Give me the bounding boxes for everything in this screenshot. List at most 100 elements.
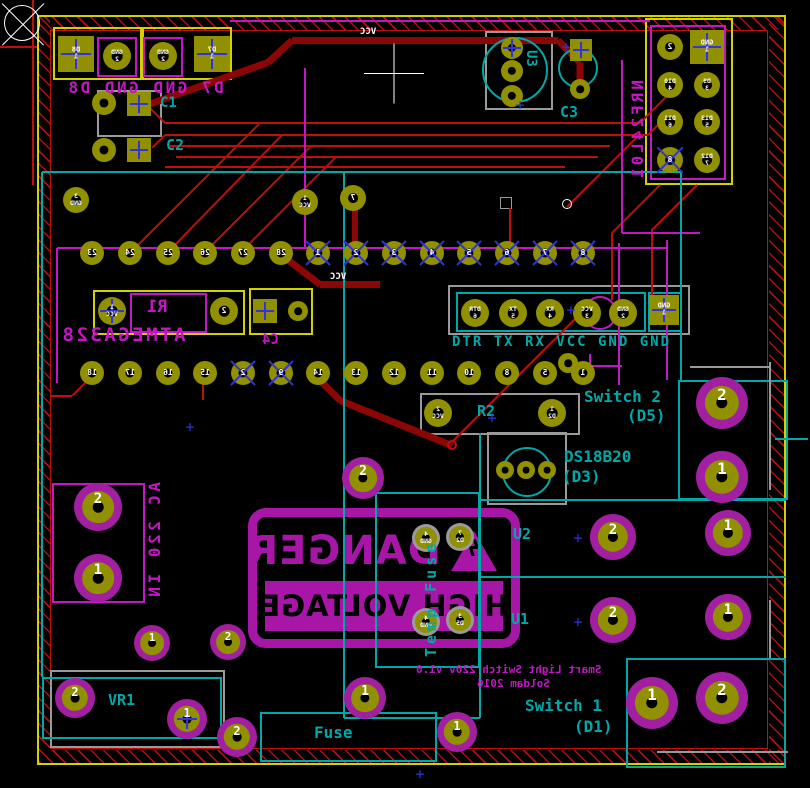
fuse-box (260, 712, 437, 762)
via-white (562, 199, 572, 209)
drill-hole (507, 307, 519, 319)
drill-hole (581, 307, 593, 319)
pad-donut: RX 4 (536, 299, 564, 327)
silk-d7-gnd-gnd-d8: D7 GND GND D8 (66, 78, 224, 97)
pad-donut: DTR 6 (461, 299, 489, 327)
pad-donut: 23 (80, 241, 104, 265)
pad-donut: 1 VCC (292, 189, 318, 215)
pad-label: GND 1 (657, 301, 671, 317)
plus-mark (663, 298, 665, 322)
pad-donut: 2 (230, 360, 256, 386)
pad-label: 1 (315, 247, 321, 257)
pad-label: 5 (542, 367, 548, 377)
trace-segment (344, 717, 480, 719)
pad-donut: 7 (340, 185, 366, 211)
drill-hole (716, 397, 728, 409)
pad-donut: 4 GND (415, 611, 437, 633)
pad-label: 7 (350, 192, 356, 202)
drill-hole (351, 368, 361, 378)
silk-ac-220-in: AC 220 IN (145, 482, 164, 601)
trace-segment (165, 122, 640, 124)
nrf-gnd1: GND 1 (690, 30, 724, 64)
c3-sq (570, 39, 592, 61)
pad-donut: 14 (306, 361, 330, 385)
pad-label: 1 VCC (106, 303, 118, 318)
drill-hole (578, 368, 588, 378)
pad-label: TX 5 (509, 305, 517, 320)
ref-vr1: VR1 (108, 691, 136, 709)
pad-label: 11 (427, 367, 437, 377)
pad-label: 24 (125, 247, 135, 257)
pad-donut: 13 (344, 361, 368, 385)
pad-number: 2 (233, 723, 241, 738)
drill-hole (455, 615, 465, 625)
aux-pad2: 2 (210, 624, 246, 660)
pad-donut: D9 3 (694, 72, 720, 98)
plus-mark (186, 709, 188, 729)
drill-hole (224, 638, 232, 646)
pad-label: 8 (667, 154, 673, 164)
ref-c1: C1 (160, 95, 177, 111)
trace-segment (230, 20, 650, 22)
drill-hole (716, 471, 728, 483)
pad-number: 1 (453, 718, 461, 733)
origin-marker (4, 5, 40, 41)
pad-donut: 16 (156, 361, 180, 385)
pad-label: 28 (276, 247, 286, 257)
pad-donut (538, 461, 556, 479)
c4-sq (253, 299, 277, 323)
pad-label: 12 (389, 367, 399, 377)
pad-label: D9 3 (703, 77, 711, 92)
pad-label: 1 D2 (548, 405, 556, 420)
trace-segment (769, 362, 771, 490)
pad-label: 18 (87, 367, 97, 377)
conn-d8-gnd-box (53, 27, 142, 80)
pad-donut: 2 (657, 34, 683, 60)
pad-donut: GND 2 (609, 299, 637, 327)
drill-hole (358, 473, 368, 483)
via-square (500, 197, 512, 209)
pad-label: 26 (200, 247, 210, 257)
drill-hole (218, 305, 230, 317)
drill-hole (540, 368, 550, 378)
trace-segment (320, 280, 380, 288)
pad-donut: VCC 3 (573, 299, 601, 327)
drill-hole (607, 614, 619, 626)
drill-hole (232, 732, 242, 742)
pad-donut: D12 7 (694, 147, 720, 173)
plus-mark (111, 299, 113, 323)
pad-donut: D10 4 (657, 72, 683, 98)
pad-label: 7 (542, 247, 548, 257)
silk-r1: R1 (147, 297, 168, 317)
trace-segment (680, 172, 682, 382)
fuse-pad1: 1 (437, 712, 477, 752)
grid-plus-mark: + (561, 38, 571, 56)
pad-label: GND 2 (157, 48, 169, 63)
drill-hole (125, 368, 135, 378)
net-vcc-top: VCC (360, 27, 377, 37)
trace-segment (292, 36, 558, 44)
vr1-pad1: 1 (167, 699, 207, 739)
pad-donut: 8 (570, 240, 596, 266)
pad-donut (501, 85, 523, 107)
switch1-pad2: 2 (696, 672, 748, 724)
pad-label: GND 1 (700, 38, 714, 54)
pad-donut: 5 (533, 361, 557, 385)
pad-d7: D7 1 (194, 36, 230, 72)
ref-temp-fuse: Temp Fuse (422, 539, 440, 657)
pad-donut (558, 353, 578, 373)
ref-c2: C2 (166, 136, 185, 154)
via-red (447, 440, 457, 450)
trace-segment (621, 60, 623, 233)
pad-donut: 3 GND (63, 187, 89, 213)
plus-mark (211, 39, 213, 69)
pad-label: D12 7 (701, 152, 713, 167)
pad-donut: D11 6 (657, 109, 683, 135)
pad-donut: 4 (419, 240, 445, 266)
pad-number: 1 (148, 630, 156, 644)
plus-mark (75, 39, 77, 69)
drill-hole (276, 248, 286, 258)
ac220-pad1: 1 (74, 554, 122, 602)
switch2-pad1: 1 (696, 451, 748, 503)
